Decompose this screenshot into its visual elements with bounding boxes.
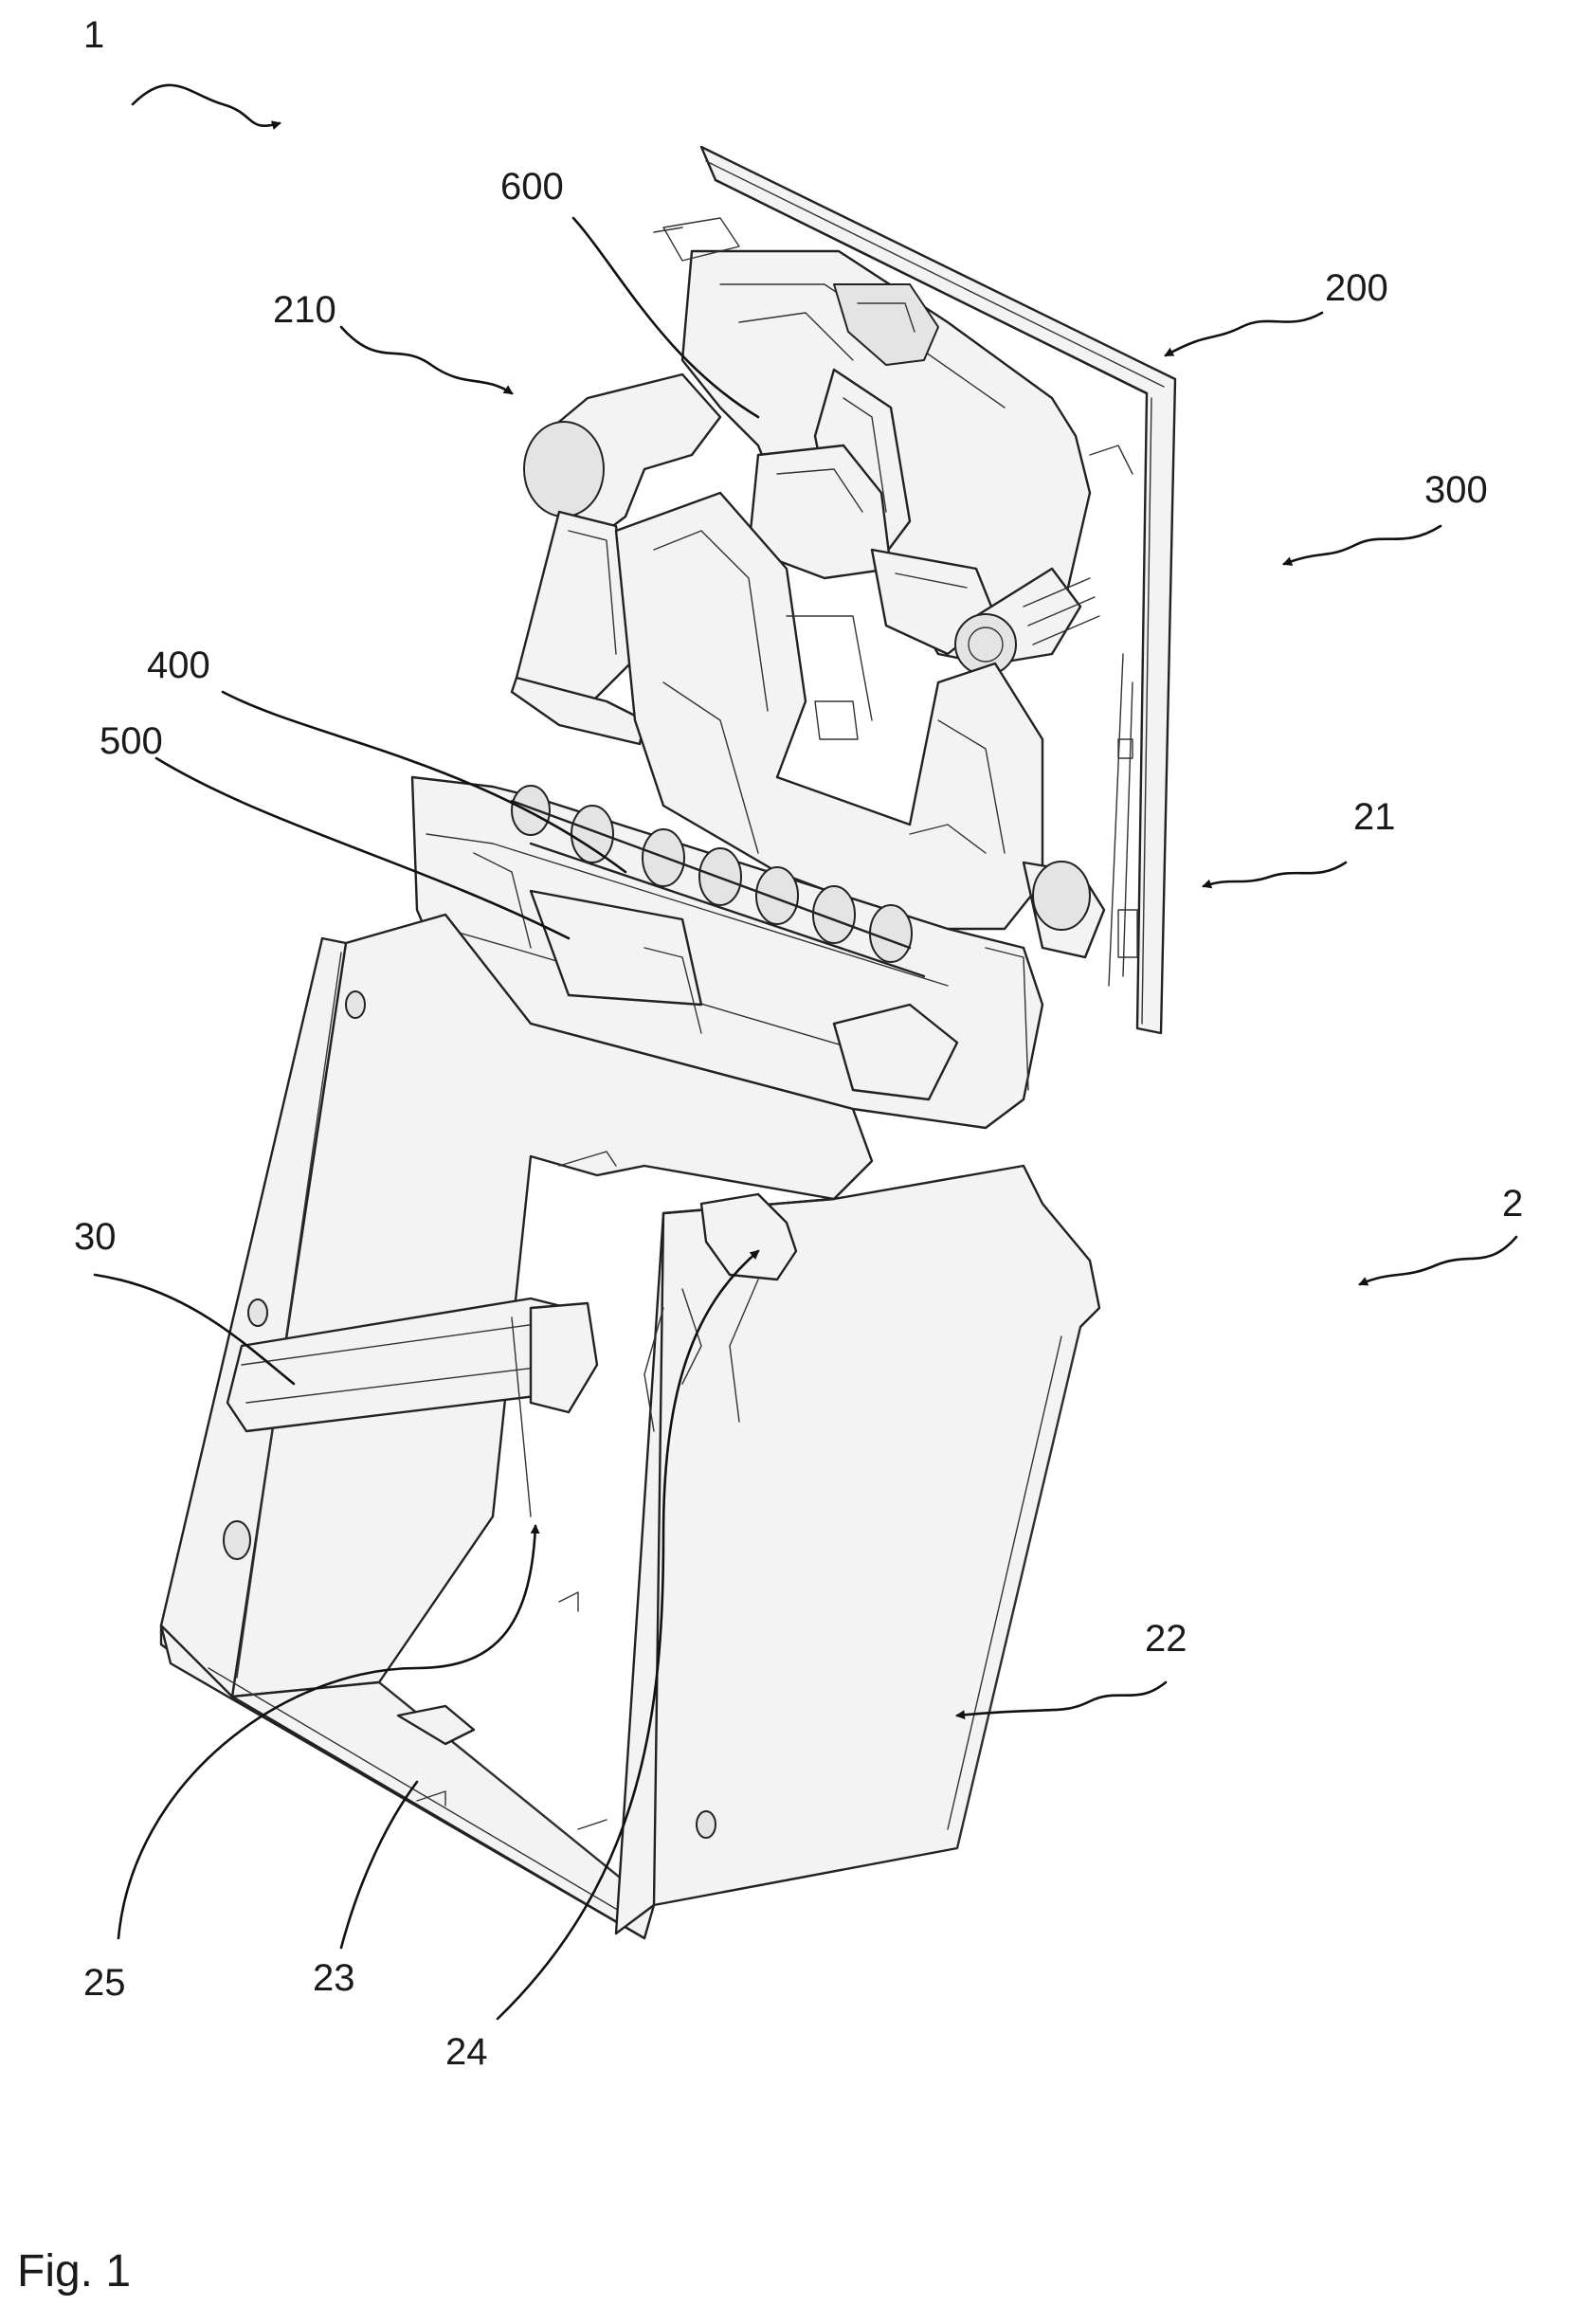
leader-1 — [133, 85, 280, 126]
label-22: 22 — [1145, 1618, 1187, 1660]
label-23: 23 — [313, 1957, 355, 1999]
label-210: 210 — [273, 289, 336, 331]
label-24: 24 — [445, 2031, 488, 2073]
label-25: 25 — [83, 1962, 126, 2004]
label-21: 21 — [1353, 796, 1396, 838]
leader-300 — [1284, 526, 1441, 564]
leader-2 — [1360, 1237, 1516, 1284]
leader-23 — [341, 1782, 417, 1948]
label-400: 400 — [147, 645, 210, 686]
label-300: 300 — [1424, 469, 1488, 511]
leader-21 — [1204, 862, 1346, 886]
leader-200 — [1166, 313, 1322, 355]
label-600: 600 — [500, 166, 564, 208]
leader-210 — [341, 327, 512, 393]
label-30: 30 — [74, 1216, 117, 1258]
label-200: 200 — [1325, 267, 1388, 309]
device-illustration — [161, 147, 1175, 1938]
label-500: 500 — [100, 720, 163, 762]
label-2: 2 — [1502, 1183, 1523, 1225]
figure-caption: Fig. 1 — [17, 2246, 131, 2297]
label-1: 1 — [83, 14, 104, 56]
